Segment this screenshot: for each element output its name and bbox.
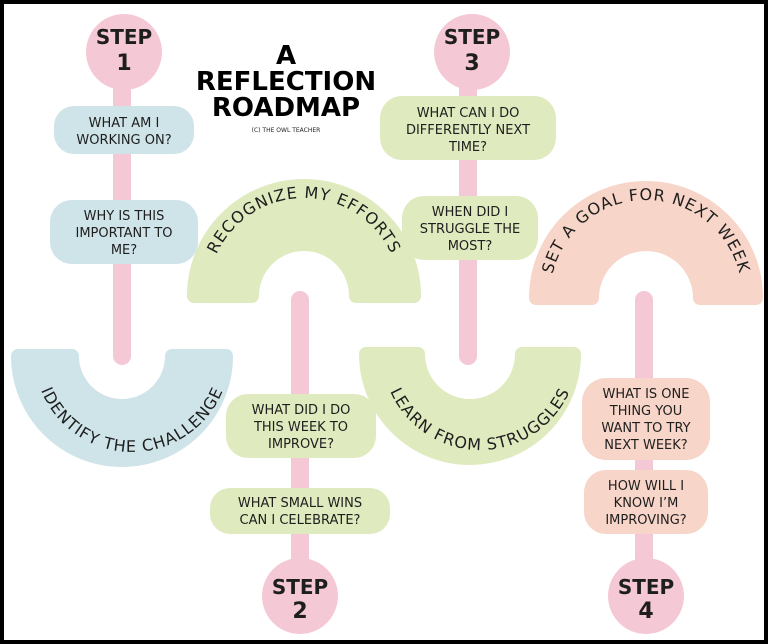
step-1-bubble	[86, 14, 162, 90]
title-block: A REFLECTION ROADMAP (C) THE OWL TEACHER	[196, 41, 376, 134]
step-4-group: SET A GOAL FOR NEXT WEEK STEP 4 WHAT IS …	[529, 181, 763, 634]
title-credit: (C) THE OWL TEACHER	[252, 127, 321, 134]
step-3-question-1-line-2: DIFFERENTLY NEXT	[406, 123, 530, 138]
title-line-2: REFLECTION	[196, 67, 376, 97]
step-3-bubble	[434, 14, 510, 90]
step-1-question-1-line-2: WORKING ON?	[76, 133, 171, 148]
step-2-number: 2	[292, 599, 307, 624]
step-2-question-2-line-1: WHAT SMALL WINS	[238, 496, 362, 511]
title-line-1: A	[276, 41, 296, 71]
step-4-question-1-box	[582, 378, 710, 460]
step-2-label: STEP	[272, 575, 328, 599]
step-2-question-1-box	[226, 394, 376, 458]
step-4-bubble	[608, 558, 684, 634]
step-1-question-1-box	[54, 106, 194, 154]
step-1-question-2-box	[50, 200, 198, 264]
step-1-question-2-line-1: WHY IS THIS	[84, 209, 165, 224]
step-4-question-1-line-3: WANT TO TRY	[601, 421, 690, 436]
step-3-arch	[359, 347, 581, 465]
roadmap-diagram: A REFLECTION ROADMAP (C) THE OWL TEACHER…	[11, 14, 763, 634]
step-4-question-1-line-4: NEXT WEEK?	[604, 438, 687, 453]
step-2-question-2-box	[210, 488, 390, 534]
step-4-question-1-line-1: WHAT IS ONE	[603, 387, 690, 402]
step-4-label: STEP	[618, 575, 674, 599]
step-4-question-2-line-3: IMPROVING?	[605, 513, 686, 528]
step-2-question-1-line-1: WHAT DID I DO	[252, 403, 351, 418]
step-3-question-1-line-3: TIME?	[448, 140, 487, 155]
step-2-arch	[187, 179, 421, 303]
step-4-question-1-line-2: THING YOU	[609, 404, 682, 419]
step-2-question-2-line-2: CAN I CELEBRATE?	[240, 513, 361, 528]
step-3-number: 3	[464, 51, 479, 76]
step-4-arch	[529, 181, 763, 305]
step-1-question-1-line-1: WHAT AM I	[89, 116, 160, 131]
step-2-question-1-line-2: THIS WEEK TO	[253, 420, 348, 435]
step-1-number: 1	[116, 51, 131, 76]
step-4-question-2-box	[584, 470, 708, 534]
step-3-question-2-box	[402, 196, 538, 260]
step-4-number: 4	[638, 599, 653, 624]
step-2-question-1-line-3: IMPROVE?	[268, 437, 334, 452]
step-3-question-1-box	[380, 96, 556, 160]
step-3-question-2-line-3: MOST?	[448, 239, 493, 254]
step-4-question-2-line-2: KNOW I’M	[614, 496, 679, 511]
step-1-arch	[11, 349, 233, 467]
step-4-question-2-line-1: HOW WILL I	[608, 479, 684, 494]
step-3-label: STEP	[444, 25, 500, 49]
step-2-bubble	[262, 558, 338, 634]
step-2-group: RECOGNIZE MY EFFORTS STEP 2 WHAT DID I D…	[187, 179, 421, 634]
step-1-question-2-line-2: IMPORTANT TO	[75, 226, 172, 241]
title-line-3: ROADMAP	[212, 93, 360, 123]
step-1-label: STEP	[96, 25, 152, 49]
step-3-question-2-line-2: STRUGGLE THE	[420, 222, 520, 237]
step-1-question-2-line-3: ME?	[111, 243, 137, 258]
step-3-question-2-line-1: WHEN DID I	[432, 205, 509, 220]
step-3-question-1-line-1: WHAT CAN I DO	[417, 106, 520, 121]
